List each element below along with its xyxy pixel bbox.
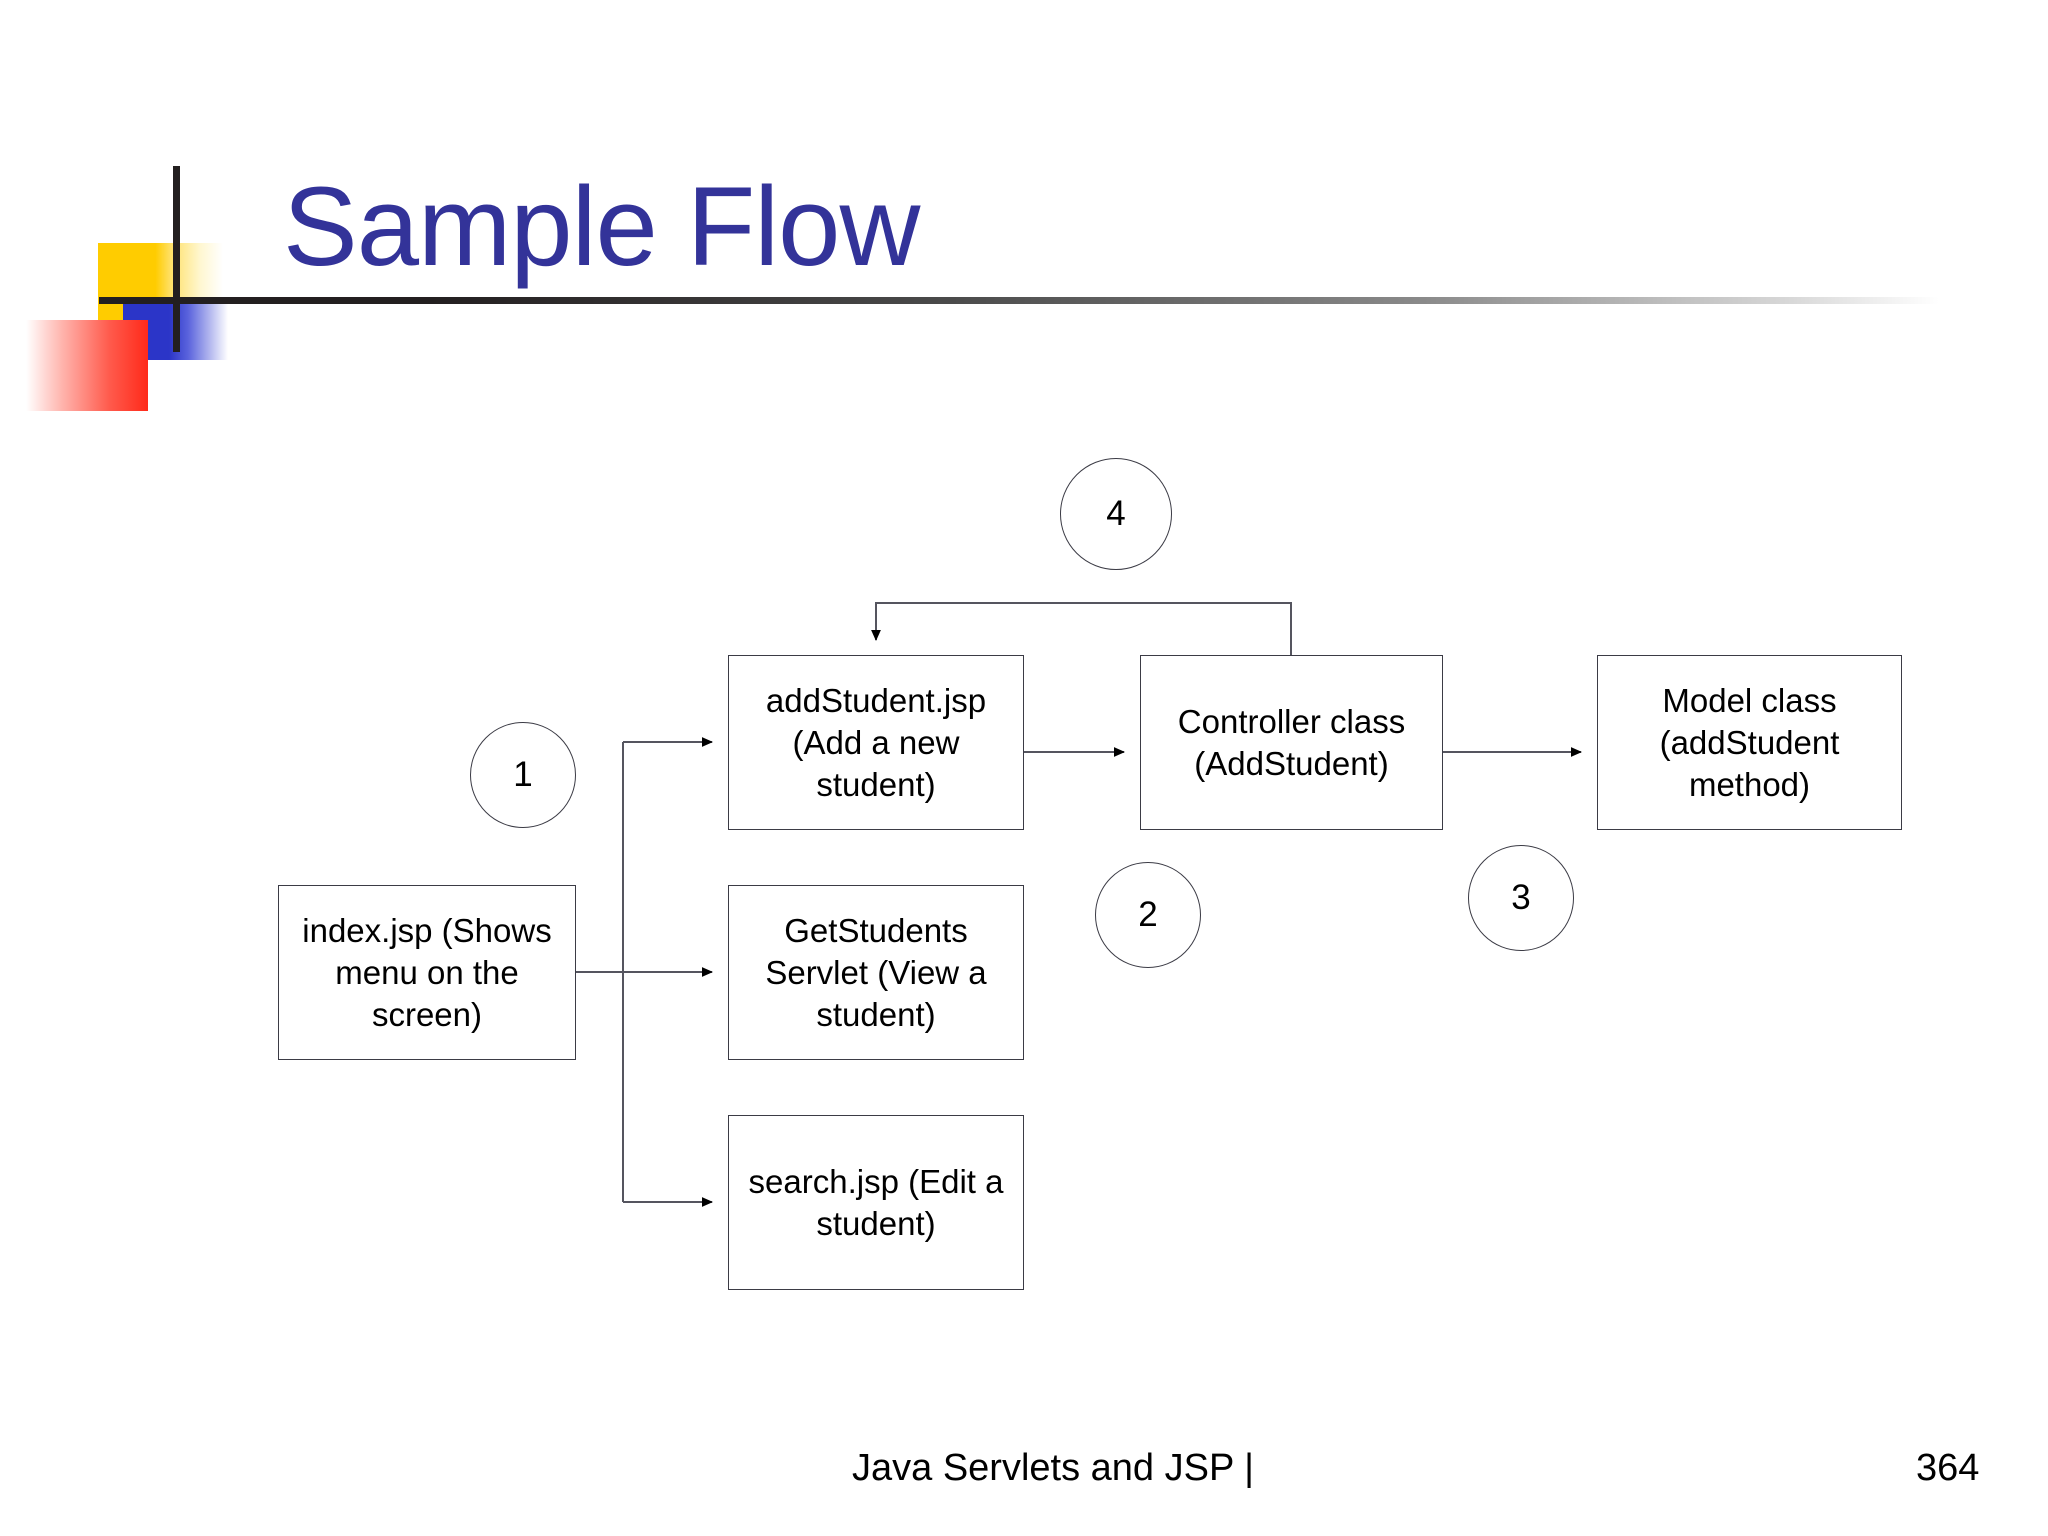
node-index-jsp[interactable]: index.jsp (Shows menu on the screen) [278,885,576,1060]
footer-label: Java Servlets and JSP | [852,1447,1255,1489]
edge-controller-back-to-addstudent [871,602,1292,655]
step-marker-3: 3 [1468,845,1574,951]
node-getstudents-servlet[interactable]: GetStudents Servlet (View a student) [728,885,1024,1060]
decoration-horizontal-rule [99,297,1939,304]
decoration-red-block [26,320,148,411]
node-controller-class[interactable]: Controller class (AddStudent) [1140,655,1443,830]
step-marker-1: 1 [470,722,576,828]
node-model-class[interactable]: Model class (addStudent method) [1597,655,1902,830]
title-banner: Sample Flow [0,0,2048,480]
step-marker-2: 2 [1095,862,1201,968]
decoration-vertical-rule [173,166,180,352]
page-number: 364 [1916,1447,1980,1489]
node-addstudent-jsp[interactable]: addStudent.jsp (Add a new student) [728,655,1024,830]
step-marker-4: 4 [1060,458,1172,570]
node-search-jsp[interactable]: search.jsp (Edit a student) [728,1115,1024,1290]
page-title: Sample Flow [283,164,920,289]
